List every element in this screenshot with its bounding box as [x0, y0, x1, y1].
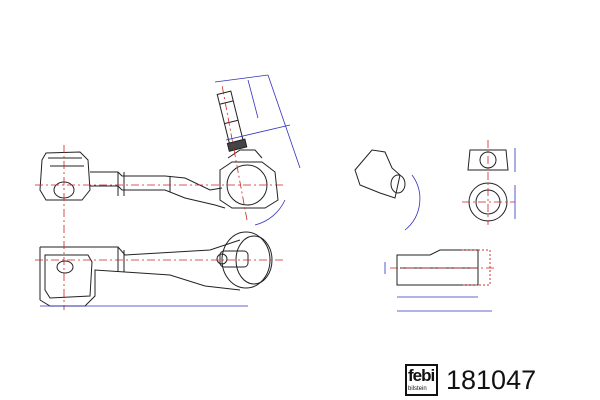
detail-views: [354, 149, 509, 286]
tie-rod-end-top-view: [39, 90, 279, 209]
centerlines: [35, 84, 515, 310]
febi-bilstein-logo: febi bilstein: [405, 364, 438, 396]
tie-rod-end-side-view: [39, 231, 273, 307]
dimension-lines: [40, 74, 516, 312]
logo-bottom-text: bilstein: [408, 386, 427, 392]
logo-top-text: febi: [408, 366, 435, 385]
part-number: 181047: [446, 365, 537, 395]
